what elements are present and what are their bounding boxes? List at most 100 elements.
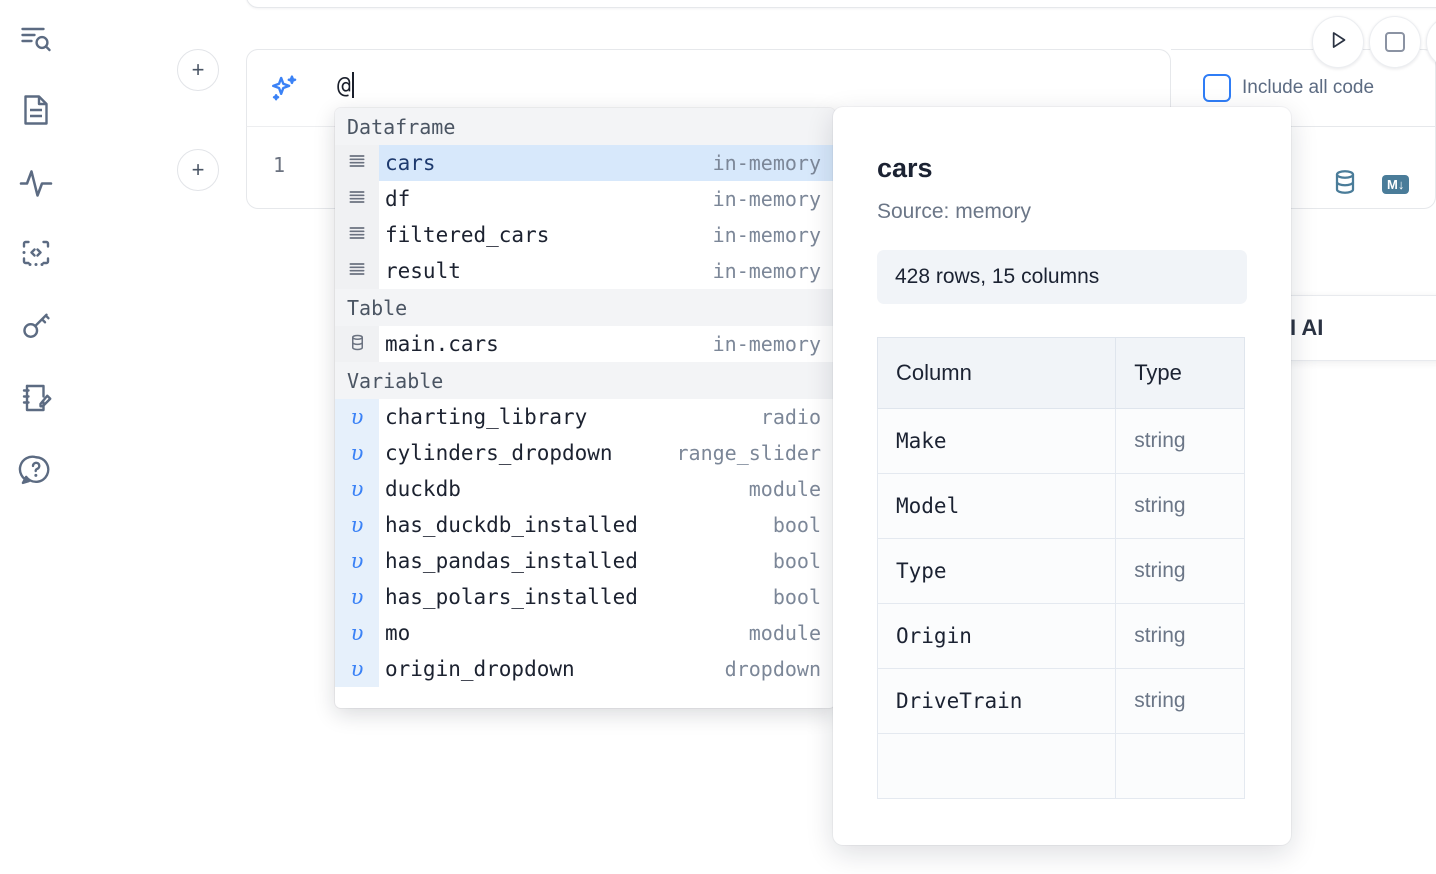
autocomplete-item-type: in-memory bbox=[712, 151, 821, 175]
line-number: 1 bbox=[273, 153, 286, 177]
outline-search-icon bbox=[18, 20, 54, 56]
schema-column-type: string bbox=[1115, 538, 1245, 604]
autocomplete-item-type: module bbox=[748, 477, 821, 501]
ai-sparkle-icon bbox=[267, 72, 301, 106]
code-snippet-icon bbox=[18, 236, 54, 272]
autocomplete-item[interactable]: υ has_pandas_installed bool bbox=[335, 543, 835, 579]
autocomplete-item-type: radio bbox=[760, 405, 821, 429]
autocomplete-item-icon: υ bbox=[335, 579, 379, 615]
variable-upsilon-icon: υ bbox=[350, 513, 364, 537]
with-ai-button[interactable]: I AI bbox=[1281, 295, 1436, 361]
include-all-code-checkbox[interactable] bbox=[1203, 74, 1231, 102]
sidebar-item-snippets[interactable] bbox=[14, 232, 58, 276]
autocomplete-item-icon bbox=[335, 217, 379, 253]
plus-icon: + bbox=[191, 57, 205, 82]
autocomplete-item-type: in-memory bbox=[712, 223, 821, 247]
markdown-badge[interactable]: M↓ bbox=[1382, 175, 1410, 194]
autocomplete-group-header: Table bbox=[335, 289, 835, 326]
autocomplete-item-type: module bbox=[748, 621, 821, 645]
ai-prompt-input[interactable]: @ bbox=[337, 72, 355, 99]
autocomplete-item-name: has_polars_installed bbox=[385, 585, 638, 609]
play-icon bbox=[1325, 27, 1351, 58]
sidebar-item-activity[interactable] bbox=[14, 160, 58, 204]
autocomplete-item-name: has_duckdb_installed bbox=[385, 513, 638, 537]
sidebar-rail bbox=[0, 0, 72, 874]
help-chat-icon bbox=[18, 452, 54, 488]
dataframe-lines-icon bbox=[347, 259, 367, 283]
autocomplete-item-name: df bbox=[385, 187, 411, 211]
autocomplete-item-name: main.cars bbox=[385, 332, 499, 356]
autocomplete-item-name: charting_library bbox=[385, 405, 588, 429]
schema-column-type: string bbox=[1115, 668, 1245, 734]
autocomplete-item-name: cylinders_dropdown bbox=[385, 441, 613, 465]
variable-upsilon-icon: υ bbox=[350, 405, 364, 429]
sidebar-item-explore[interactable] bbox=[14, 16, 58, 60]
schema-column-type: string bbox=[1115, 603, 1245, 669]
autocomplete-group-header: Variable bbox=[335, 362, 835, 399]
include-all-code-label: Include all code bbox=[1242, 77, 1375, 98]
include-all-code-row[interactable]: Include all code bbox=[1203, 74, 1374, 102]
autocomplete-item-type: bool bbox=[772, 549, 821, 573]
sidebar-item-scratchpad[interactable] bbox=[14, 376, 58, 420]
detail-source: Source: memory bbox=[877, 200, 1032, 223]
autocomplete-item-icon bbox=[335, 326, 379, 362]
dataframe-lines-icon bbox=[347, 223, 367, 247]
database-icon[interactable] bbox=[1330, 167, 1360, 202]
key-icon bbox=[18, 308, 54, 344]
add-cell-button-top[interactable]: + bbox=[177, 49, 219, 91]
schema-table-row-clipped bbox=[876, 733, 1245, 799]
schema-column-name: Origin bbox=[876, 603, 1117, 669]
sidebar-item-help[interactable] bbox=[14, 448, 58, 492]
add-cell-button-bottom[interactable]: + bbox=[177, 149, 219, 191]
dataframe-lines-icon bbox=[347, 151, 367, 175]
autocomplete-item-icon: υ bbox=[335, 543, 379, 579]
sidebar-item-secrets[interactable] bbox=[14, 304, 58, 348]
schema-column-type: string bbox=[1115, 408, 1245, 474]
autocomplete-item-name: duckdb bbox=[385, 477, 461, 501]
schema-column-type: string bbox=[1115, 473, 1245, 539]
variable-upsilon-icon: υ bbox=[350, 549, 364, 573]
autocomplete-item-type: in-memory bbox=[712, 332, 821, 356]
autocomplete-item[interactable]: main.cars in-memory bbox=[335, 326, 835, 362]
autocomplete-item-icon bbox=[335, 145, 379, 181]
document-icon bbox=[18, 92, 54, 128]
previous-cell bbox=[246, 0, 1436, 8]
autocomplete-item-icon: υ bbox=[335, 435, 379, 471]
autocomplete-item[interactable]: filtered_cars in-memory bbox=[335, 217, 835, 253]
dataframe-lines-icon bbox=[347, 187, 367, 211]
autocomplete-item-type: dropdown bbox=[724, 657, 821, 681]
dataframe-detail-popover: cars Source: memory 428 rows, 15 columns… bbox=[833, 107, 1291, 845]
autocomplete-group-header: Dataframe bbox=[335, 108, 835, 145]
autocomplete-item-name: has_pandas_installed bbox=[385, 549, 638, 573]
autocomplete-item[interactable]: υ charting_library radio bbox=[335, 399, 835, 435]
autocomplete-item[interactable]: υ has_duckdb_installed bool bbox=[335, 507, 835, 543]
variable-upsilon-icon: υ bbox=[350, 441, 364, 465]
autocomplete-item-icon bbox=[335, 253, 379, 289]
schema-column-header: Type bbox=[1115, 337, 1245, 409]
autocomplete-item-icon: υ bbox=[335, 651, 379, 687]
cell-output-icons: M↓ bbox=[1330, 167, 1410, 202]
schema-column-name: Model bbox=[876, 473, 1117, 539]
ai-prompt-value: @ bbox=[337, 73, 352, 99]
autocomplete-item-name: filtered_cars bbox=[385, 223, 550, 247]
variable-upsilon-icon: υ bbox=[350, 477, 364, 501]
autocomplete-item-type: bool bbox=[772, 513, 821, 537]
run-cell-button[interactable] bbox=[1312, 16, 1364, 68]
autocomplete-item-name: origin_dropdown bbox=[385, 657, 575, 681]
sidebar-item-notebook[interactable] bbox=[14, 88, 58, 132]
stop-cell-button[interactable] bbox=[1369, 16, 1421, 68]
